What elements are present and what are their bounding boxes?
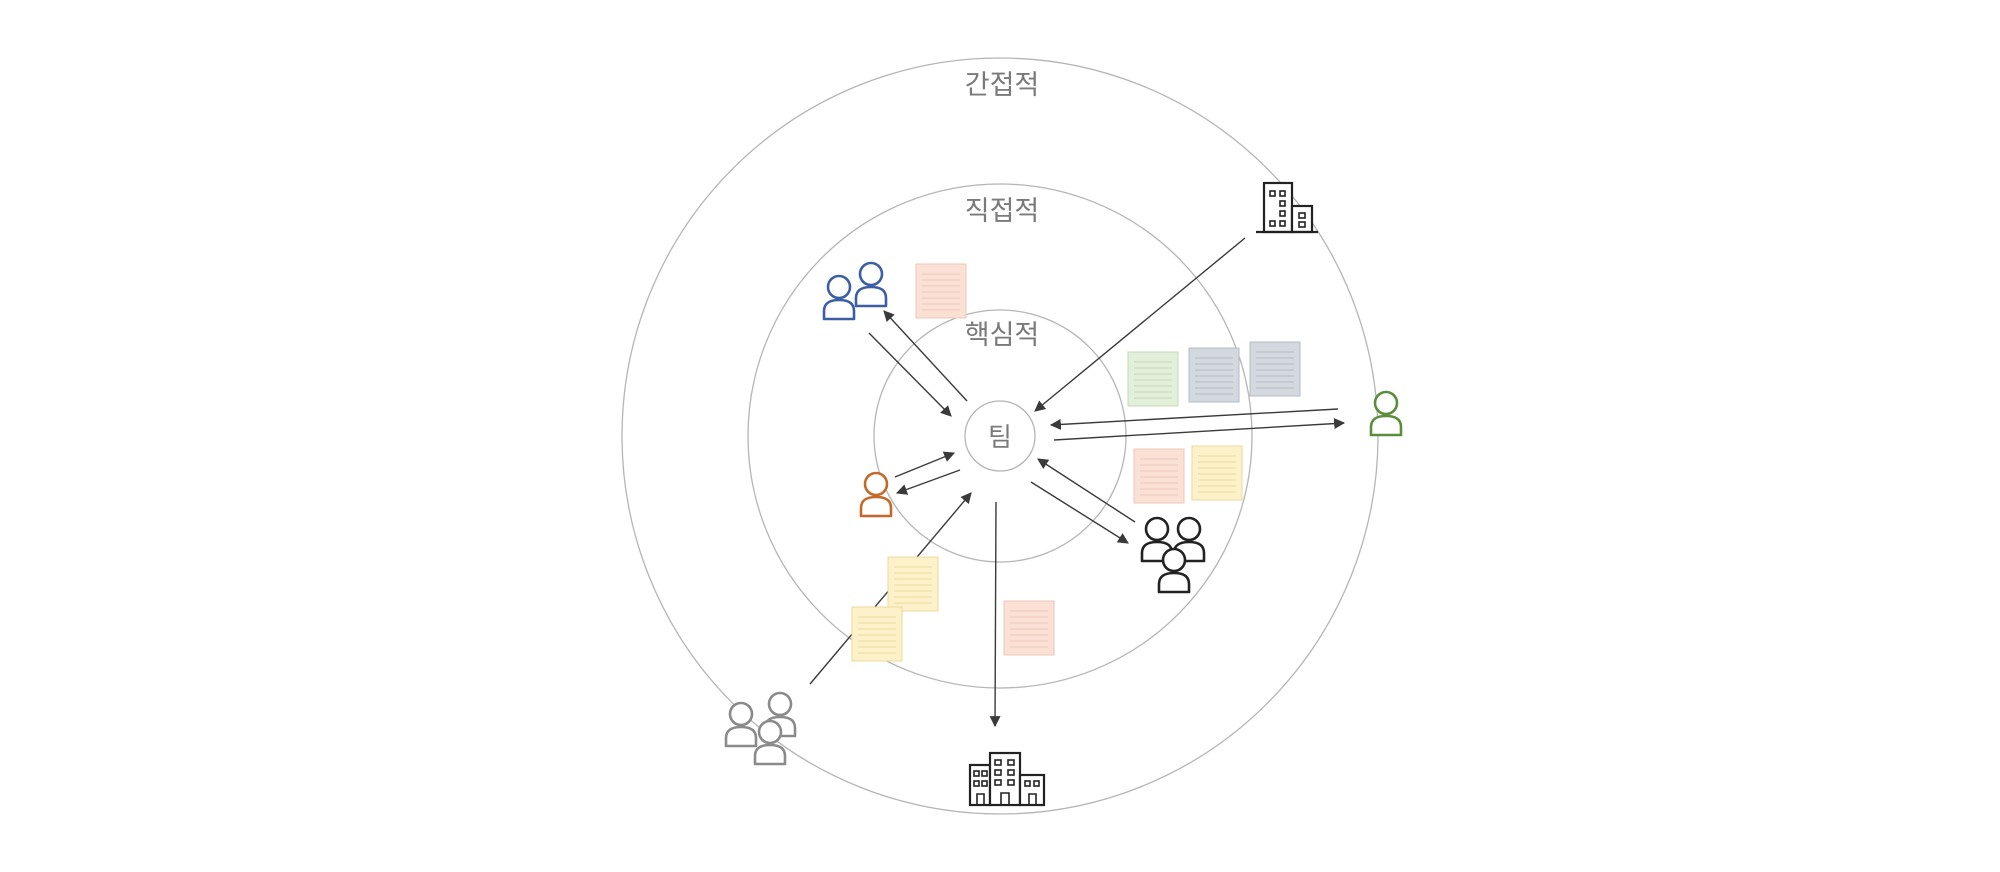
black-group-icon: [1140, 516, 1206, 594]
gray-group-icon: [724, 691, 797, 766]
arrow-team-to-campus: [989, 501, 1001, 728]
arrow-green-to-team: [1049, 408, 1339, 430]
note-peach-top: [915, 263, 967, 319]
arrow-team-to-blue-group: [883, 310, 968, 402]
arrow-team-to-green: [1053, 418, 1346, 441]
team-label: 팀: [988, 423, 1012, 453]
note-yellow-left-2: [851, 606, 903, 662]
note-peach-bottom: [1003, 600, 1055, 656]
corporate-campus-icon: [968, 751, 1046, 807]
direct-ring-label: 직접적: [965, 196, 1040, 227]
arrow-orange-to-team: [894, 451, 956, 478]
center-ring: [964, 400, 1036, 472]
blue-group-icon: [822, 261, 888, 321]
green-person-icon: [1369, 390, 1403, 437]
direct-ring: [747, 183, 1253, 689]
note-green: [1127, 351, 1179, 407]
note-slate-2: [1249, 341, 1301, 397]
arrow-blue-group-to-team: [868, 332, 952, 417]
note-yellow-right: [1191, 445, 1243, 501]
arrow-building-to-team: [1034, 237, 1246, 412]
arrow-team-to-orange: [895, 469, 961, 495]
note-peach-right: [1133, 448, 1185, 504]
orange-person-icon: [859, 471, 893, 518]
core-ring-label: 핵심적: [965, 320, 1040, 351]
arrow-black-group-to-team: [1037, 458, 1136, 523]
note-slate-1: [1188, 347, 1240, 403]
note-yellow-left-1: [887, 556, 939, 612]
notes: [851, 263, 1301, 662]
indirect-ring-label: 간접적: [965, 70, 1040, 101]
office-building-icon: [1256, 181, 1318, 234]
arrow-team-to-black-group: [1030, 481, 1129, 544]
